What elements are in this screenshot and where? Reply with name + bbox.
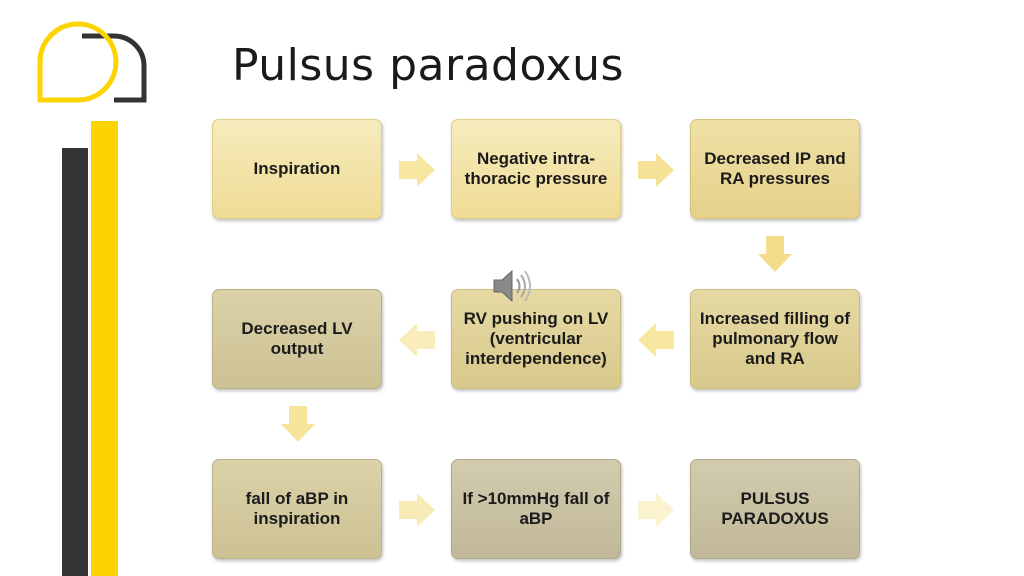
box-label: Negative intra-thoracic pressure: [464, 149, 608, 188]
box-increased-filling: Increased filling of pulmonary flow and …: [690, 289, 860, 389]
speaker-icon[interactable]: [490, 266, 534, 306]
arrow-right-icon: [638, 493, 674, 527]
box-rv-pushing: RV pushing on LV (ventricular interdepen…: [451, 289, 621, 389]
box-label: PULSUS PARADOXUS: [721, 489, 829, 528]
logo-icon: [37, 21, 147, 103]
yellow-accent-bar: [91, 121, 118, 576]
box-decreased-lv: Decreased LV output: [212, 289, 382, 389]
box-inspiration: Inspiration: [212, 119, 382, 219]
box-label: Increased filling of pulmonary flow and …: [699, 309, 851, 368]
box-label: If >10mmHg fall of aBP: [462, 489, 610, 528]
box-label: Decreased IP and RA pressures: [704, 149, 846, 188]
arrow-right-icon: [399, 153, 435, 187]
box-label: Decreased LV output: [241, 319, 353, 358]
arrow-left-icon: [399, 323, 435, 357]
arrow-right-icon: [399, 493, 435, 527]
box-pulsus-paradoxus: PULSUS PARADOXUS: [690, 459, 860, 559]
box-label: Inspiration: [253, 159, 341, 178]
arrow-down-icon: [758, 236, 792, 272]
box-gt-10mmhg: If >10mmHg fall of aBP: [451, 459, 621, 559]
arrow-right-icon: [638, 153, 674, 187]
box-decreased-ip-ra: Decreased IP and RA pressures: [690, 119, 860, 219]
box-label: fall of aBP in inspiration: [245, 489, 349, 528]
arrow-left-icon: [638, 323, 674, 357]
dark-accent-bar: [62, 148, 88, 576]
box-negative-intrathoracic: Negative intra-thoracic pressure: [451, 119, 621, 219]
arrow-down-icon: [281, 406, 315, 442]
box-label: RV pushing on LV (ventricular interdepen…: [463, 309, 609, 368]
box-fall-abp: fall of aBP in inspiration: [212, 459, 382, 559]
slide-title: Pulsus paradoxus: [232, 40, 624, 91]
